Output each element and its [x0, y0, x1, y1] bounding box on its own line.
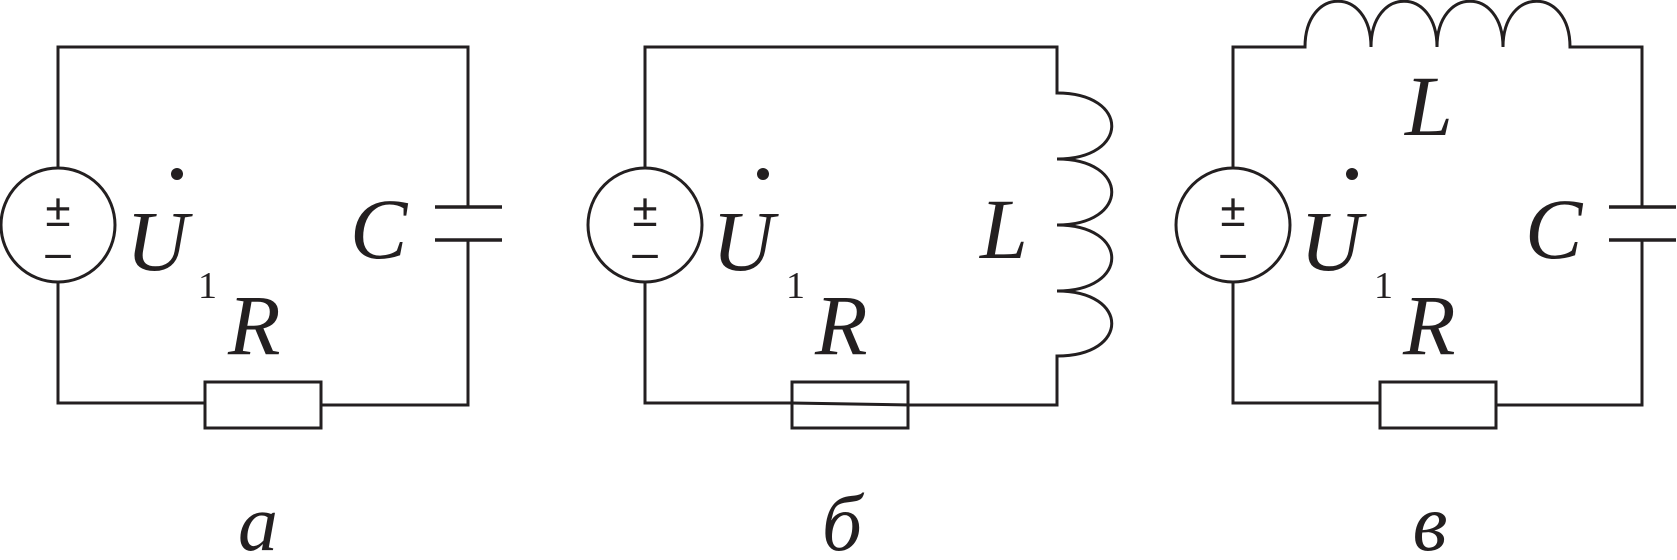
resistor — [1378, 380, 1498, 430]
resistor — [203, 380, 323, 430]
voltage-label: U — [1300, 193, 1367, 289]
voltage-label: U — [126, 193, 193, 289]
inductor — [1055, 91, 1114, 358]
source-plus-minus-sign: ± — [45, 184, 70, 236]
inductor — [1303, 0, 1572, 49]
circuit-b-wires — [643, 45, 1059, 407]
source-minus-sign: – — [1220, 226, 1246, 278]
source-plus-minus-sign: ± — [632, 184, 657, 236]
voltage-source — [586, 166, 704, 284]
voltage-index: 1 — [198, 265, 217, 307]
circuit-a: ± – U 1 R C а — [0, 45, 502, 560]
capacitor-label: C — [1525, 181, 1584, 277]
resistor — [790, 380, 910, 430]
voltage-label: U — [712, 193, 779, 289]
source-minus-sign: – — [45, 226, 71, 278]
resistor-label: R — [814, 277, 868, 373]
resistor-label: R — [1402, 277, 1456, 373]
circuit-b: ± – U 1 R L б — [586, 45, 1114, 560]
resistor-through-wire — [790, 401, 911, 407]
resistor-label: R — [227, 277, 281, 373]
capacitor-label: C — [350, 181, 409, 277]
circuit-a-wires — [56, 45, 470, 407]
inductor-label: L — [978, 181, 1028, 277]
caption-c: в — [1413, 480, 1448, 560]
caption-a: а — [238, 480, 278, 560]
voltage-source — [0, 166, 117, 284]
phasor-dot — [1346, 168, 1358, 180]
voltage-source — [1174, 166, 1292, 284]
source-minus-sign: – — [632, 226, 658, 278]
source-plus-minus-sign: ± — [1220, 184, 1245, 236]
voltage-index: 1 — [1374, 265, 1393, 307]
phasor-dot — [757, 168, 769, 180]
phasor-dot — [171, 168, 183, 180]
voltage-index: 1 — [786, 265, 805, 307]
circuit-c-wires — [1231, 45, 1644, 407]
caption-b: б — [822, 480, 865, 560]
circuit-c: ± – U 1 R L C в — [1174, 0, 1676, 560]
inductor-label: L — [1403, 58, 1453, 154]
